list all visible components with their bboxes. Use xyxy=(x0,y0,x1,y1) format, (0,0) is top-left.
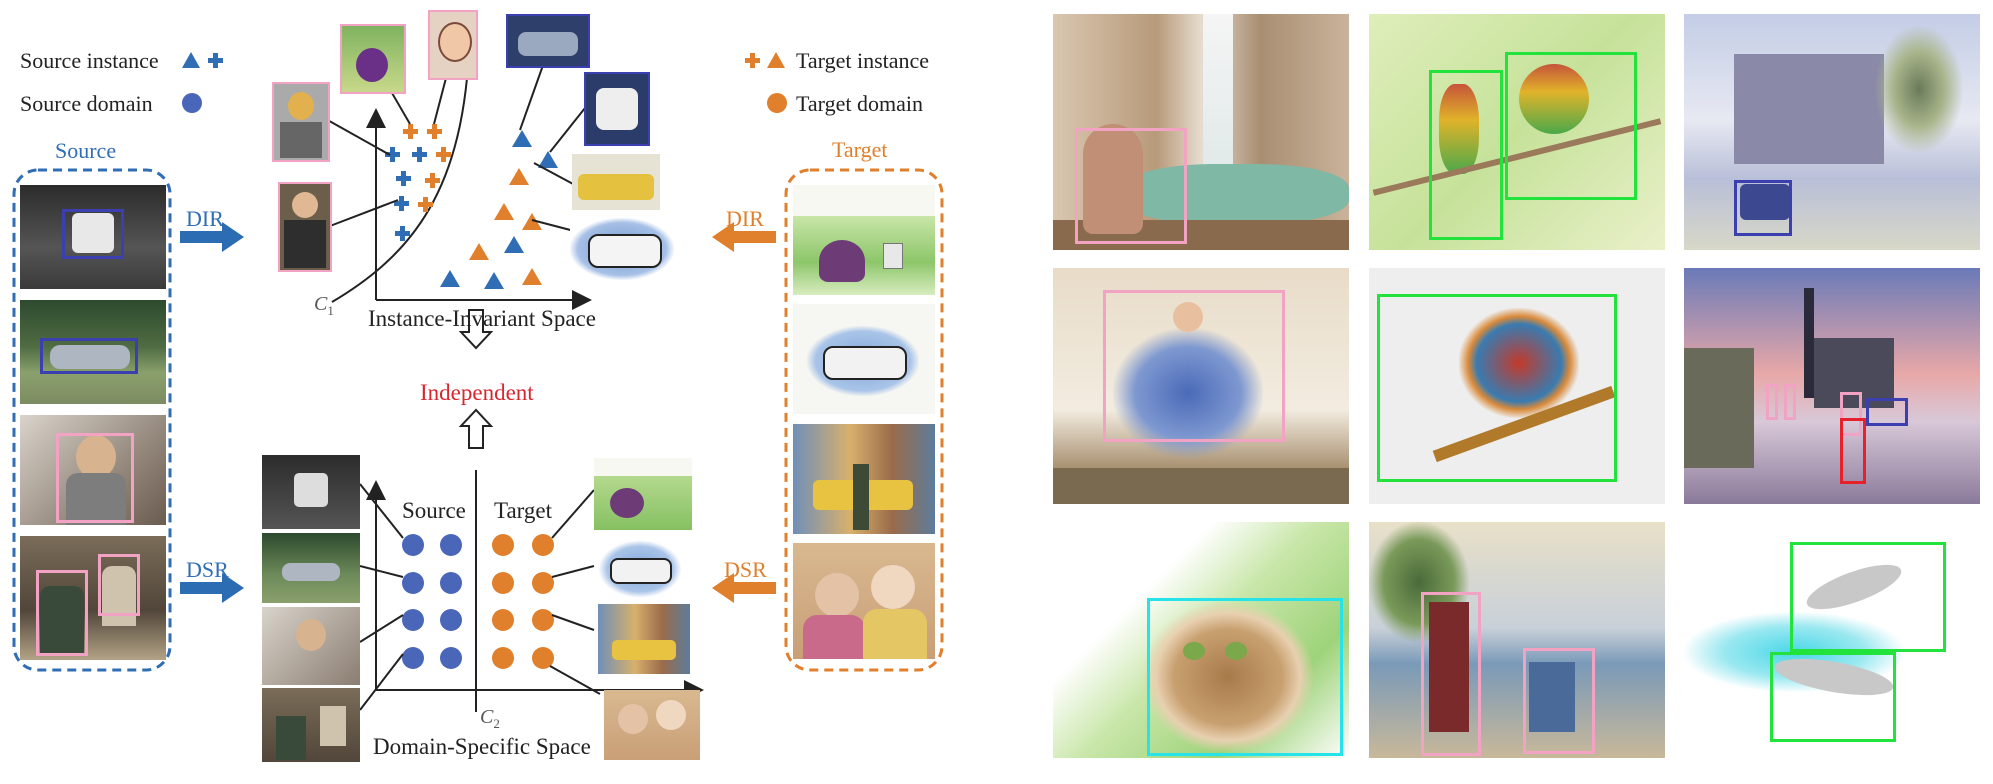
dss-thumb-city xyxy=(598,604,690,674)
dss-thumb-people xyxy=(262,688,360,762)
target-watercolor-woman xyxy=(793,185,935,295)
independent-label: Independent xyxy=(420,380,534,405)
dsr-right-arrow xyxy=(712,573,776,603)
c2-label: C2 xyxy=(480,706,500,731)
legend-source-instance-label: Source instance xyxy=(20,48,159,73)
triangle-icon xyxy=(182,52,200,68)
source-title: Source xyxy=(55,138,117,163)
legend-target-domain-label: Target domain xyxy=(796,91,923,116)
domain-space-label: Domain-Specific Space xyxy=(373,734,591,759)
grid-image-terns xyxy=(1684,522,1980,758)
dss-thumb-car xyxy=(598,540,682,598)
source-photo-person xyxy=(20,415,166,525)
legend-source-domain: Source domain xyxy=(20,91,153,117)
inst-thumb-taxi xyxy=(572,154,660,210)
target-title: Target xyxy=(832,137,888,162)
target-panel xyxy=(784,168,944,672)
target-domain-points xyxy=(492,534,554,669)
domain-connectors xyxy=(359,483,601,711)
dss-thumb-woman xyxy=(594,458,692,530)
dss-thumb-person xyxy=(262,607,360,685)
grid-image-cat xyxy=(1053,522,1349,758)
legend-target-domain: Target domain xyxy=(796,91,923,117)
dss-thumb-street xyxy=(262,533,360,603)
target-watercolor-city xyxy=(793,424,935,534)
plus-icon xyxy=(745,53,760,68)
legend-target-instance-label: Target instance xyxy=(796,48,930,73)
legend-source-domain-label: Source domain xyxy=(20,91,153,116)
legend-target-instance: Target instance xyxy=(796,48,929,74)
dsr-right-label: DSR xyxy=(724,557,767,582)
dss-target-label: Target xyxy=(494,498,552,523)
inst-thumb-car-rear xyxy=(584,72,650,146)
target-instance-points xyxy=(403,124,542,285)
target-watercolor-couple xyxy=(793,543,935,659)
dss-thumb-car xyxy=(262,455,360,529)
grid-image-violinist xyxy=(1369,522,1665,758)
inst-thumb-man xyxy=(272,82,330,162)
circle-icon xyxy=(767,93,787,113)
grid-image-parrot xyxy=(1369,268,1665,504)
dss-source-label: Source xyxy=(402,498,466,523)
dsr-left-arrow xyxy=(180,573,244,603)
plus-icon xyxy=(208,53,223,68)
grid-image-dancer xyxy=(1053,268,1349,504)
dir-left-label: DIR xyxy=(186,206,224,231)
down-hollow-arrow xyxy=(458,309,494,350)
dsr-left-label: DSR xyxy=(186,557,229,582)
grid-image-street-scene xyxy=(1684,268,1980,504)
grid-image-house xyxy=(1684,14,1980,250)
legend-source-instance: Source instance xyxy=(20,48,159,74)
c1-label: C1 xyxy=(314,293,334,318)
dir-right-arrow xyxy=(712,222,776,252)
inst-thumb-car-dark xyxy=(506,14,590,68)
inst-thumb-purple xyxy=(340,24,406,94)
inst-thumb-car-sketch xyxy=(570,218,674,280)
grid-image-waterfall xyxy=(1053,14,1349,250)
triangle-icon xyxy=(767,52,785,68)
grid-image-birds xyxy=(1369,14,1665,250)
source-domain-points xyxy=(402,534,462,669)
source-instance-points xyxy=(385,130,558,289)
source-photo-people xyxy=(20,536,166,660)
target-watercolor-car xyxy=(793,304,935,414)
source-panel xyxy=(12,168,172,672)
diagram-svg xyxy=(12,21,944,712)
up-hollow-arrow xyxy=(458,408,494,449)
dir-right-label: DIR xyxy=(726,206,764,231)
dss-thumb-couple xyxy=(604,690,700,760)
dir-left-arrow xyxy=(180,222,244,252)
circle-icon xyxy=(182,93,202,113)
inst-thumb-face xyxy=(428,10,478,80)
instance-space-label: Instance-Invariant Space xyxy=(368,306,596,331)
source-photo-street xyxy=(20,300,166,404)
inst-thumb-man2 xyxy=(278,182,332,272)
source-photo-car xyxy=(20,185,166,289)
